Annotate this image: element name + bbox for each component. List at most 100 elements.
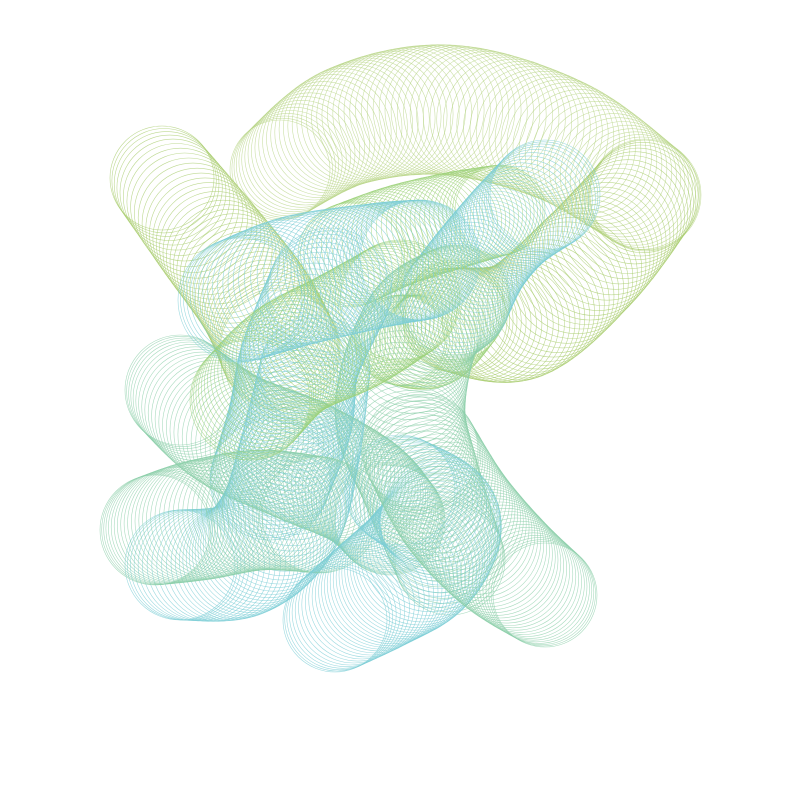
trail-ring — [221, 306, 342, 428]
trail-ring — [321, 52, 448, 179]
trail-ring — [476, 68, 603, 195]
trail-ring — [394, 504, 506, 616]
circle-trail — [99, 449, 379, 586]
trail-ring — [559, 117, 677, 235]
trail-ring — [217, 220, 348, 350]
trail-ring — [109, 125, 215, 231]
trail-ring — [244, 212, 375, 343]
trail-ring — [284, 269, 410, 394]
trail-ring — [435, 202, 536, 303]
trail-ring — [581, 147, 694, 260]
trail-ring — [525, 203, 647, 325]
trail-ring — [134, 460, 255, 581]
trail-ring — [409, 171, 507, 268]
trail-ring — [501, 226, 624, 349]
trail-ring — [433, 266, 548, 382]
trail-ring — [344, 505, 474, 635]
trail-ring — [366, 446, 483, 563]
trail-ring — [205, 478, 328, 601]
trail-ring — [396, 46, 528, 177]
trail-ring — [419, 221, 523, 326]
trail-ring — [587, 142, 699, 254]
trail-ring — [488, 73, 615, 200]
trail-ring — [506, 221, 629, 344]
trail-ring — [479, 152, 586, 259]
trail-ring — [277, 207, 406, 336]
trail-ring — [202, 251, 320, 369]
trail-ring — [197, 228, 326, 356]
trail-ring — [428, 488, 547, 608]
trail-ring — [207, 224, 337, 353]
trail-ring — [582, 134, 696, 248]
trail-ring — [386, 286, 485, 385]
trail-ring — [574, 128, 690, 243]
trail-ring — [183, 235, 309, 361]
trail-ring — [482, 243, 605, 366]
trail-ring — [182, 451, 304, 573]
trail-ring — [468, 524, 579, 635]
trail-ring — [589, 139, 701, 251]
circle-trail — [399, 139, 601, 356]
trail-ring — [324, 525, 447, 648]
trail-ring — [524, 92, 647, 215]
trail-ring — [448, 187, 548, 288]
trail-ring — [554, 113, 673, 231]
trail-ring — [103, 473, 215, 585]
trail-ring — [294, 555, 406, 666]
trail-ring — [566, 163, 682, 279]
trail-ring — [463, 63, 591, 191]
trail-ring — [311, 55, 436, 181]
trail-ring — [472, 527, 582, 637]
trail-ring — [362, 393, 480, 511]
trail-ring — [101, 474, 213, 586]
trail-ring — [373, 474, 500, 601]
trail-ring — [137, 162, 248, 273]
trail-ring — [364, 396, 482, 514]
trail-ring — [128, 337, 240, 450]
trail-ring — [373, 451, 491, 569]
trail-ring — [135, 344, 249, 458]
trail-ring — [348, 437, 461, 549]
trail-ring — [270, 208, 400, 338]
trail-ring — [210, 317, 331, 438]
trail-ring — [108, 471, 222, 585]
trail-ring — [227, 432, 352, 557]
trail-ring — [224, 303, 346, 424]
trail-ring — [446, 264, 565, 383]
trail-ring — [585, 136, 699, 250]
trail-ring — [256, 326, 369, 439]
trail-ring — [291, 558, 401, 667]
trail-ring — [240, 385, 362, 506]
trail-ring — [247, 100, 356, 208]
trail-ring — [399, 244, 511, 356]
trail-ring — [303, 200, 408, 305]
trail-ring — [186, 226, 302, 343]
trail-ring — [162, 365, 282, 485]
trail-ring — [247, 361, 365, 479]
trail-ring — [130, 462, 251, 582]
trail-ring — [464, 169, 566, 271]
trail-ring — [371, 411, 491, 530]
trail-ring — [253, 262, 376, 386]
trail-ring — [238, 213, 369, 345]
trail-ring — [302, 259, 427, 384]
trail-ring — [191, 337, 312, 459]
trail-ring — [512, 85, 636, 209]
trail-ring — [315, 534, 434, 654]
trail-ring — [311, 537, 430, 656]
trail-ring — [232, 417, 356, 541]
trail-ring — [475, 529, 585, 639]
trail-ring — [425, 214, 527, 317]
circle-trail — [229, 44, 702, 252]
trail-ring — [297, 202, 403, 308]
trail-ring — [403, 460, 524, 582]
trail-ring — [266, 81, 381, 196]
trail-ring — [258, 88, 371, 201]
trail-ring — [394, 449, 516, 571]
trail-ring — [361, 45, 491, 175]
trail-ring — [296, 61, 419, 184]
circle-trail — [177, 199, 481, 363]
trail-ring — [492, 542, 598, 648]
trail-ring — [142, 459, 264, 580]
trail-ring — [484, 146, 593, 255]
